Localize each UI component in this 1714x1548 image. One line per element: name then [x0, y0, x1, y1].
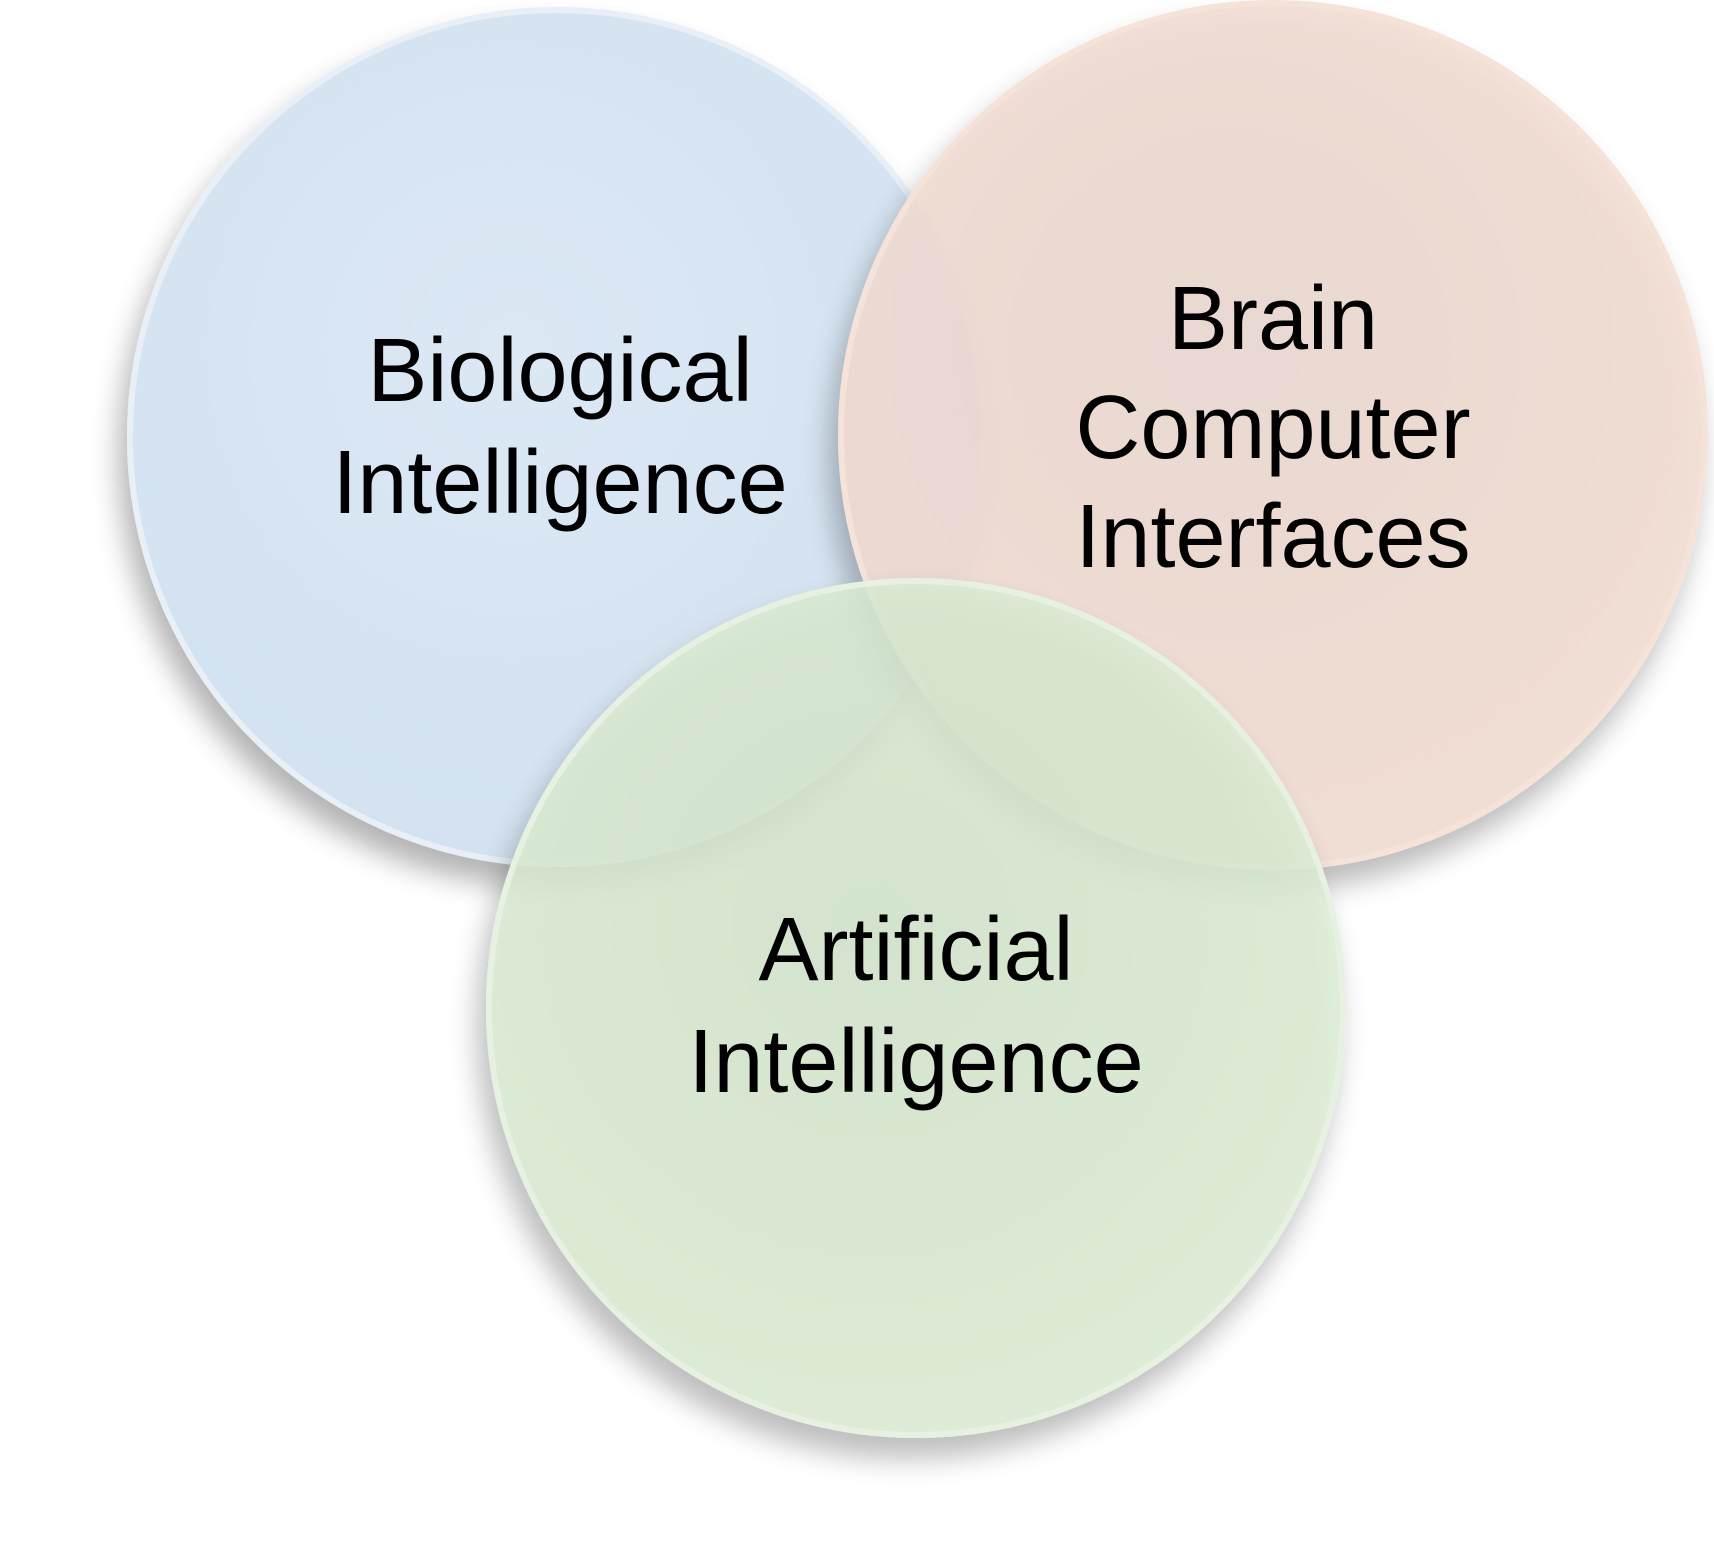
label-artificial: Artificial — [758, 900, 1073, 1000]
label-brain: Brain — [1168, 269, 1378, 369]
label-biological: Biological — [367, 321, 752, 421]
label-computer: Computer — [1075, 378, 1470, 478]
label-intelligence-ai: Intelligence — [688, 1012, 1143, 1112]
label-intelligence-bio: Intelligence — [332, 433, 787, 533]
circle-artificial-intelligence — [486, 578, 1346, 1438]
label-interfaces: Interfaces — [1075, 487, 1470, 587]
